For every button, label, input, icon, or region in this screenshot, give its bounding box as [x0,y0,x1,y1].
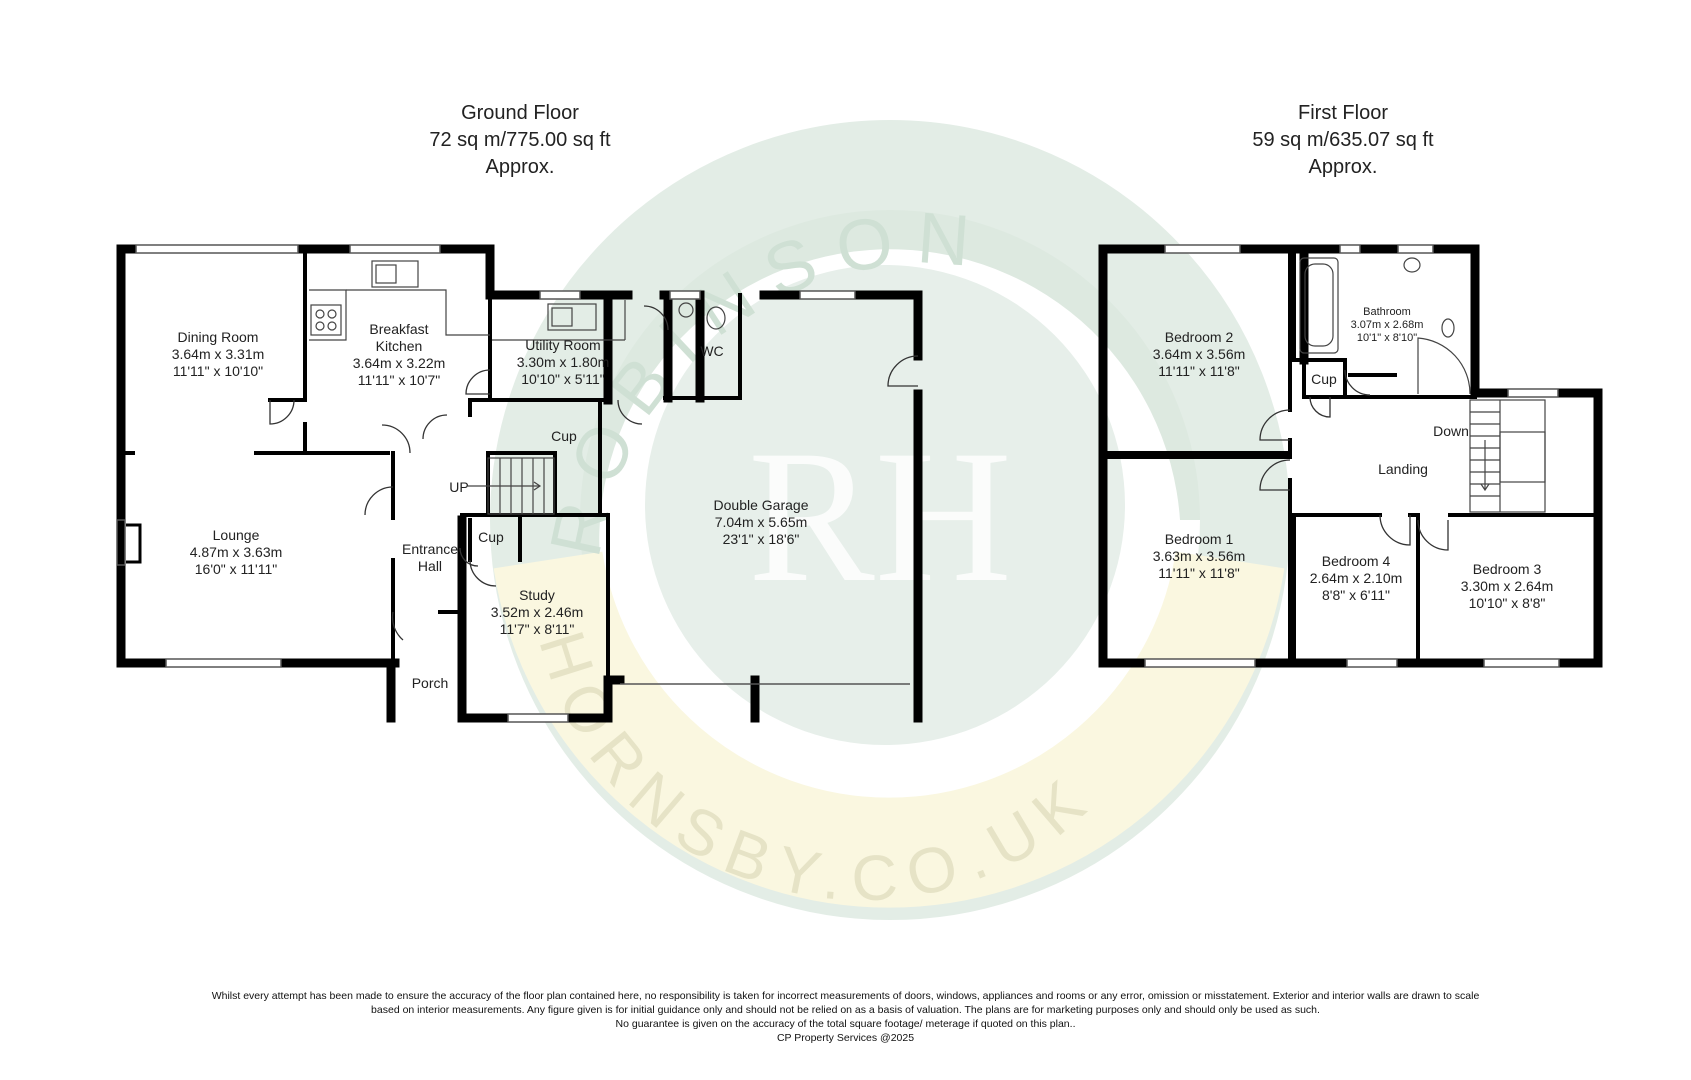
room-hall: Entrance Hall [402,541,458,575]
room-utility-imperial: 10'10" x 5'11" [521,371,605,387]
first-floor-area: 59 sq m/635.07 sq ft [1252,129,1434,151]
room-lounge-name: Lounge [212,527,260,543]
watermark-green-arc [537,187,1242,560]
room-bedroom-2-metric: 3.64m x 3.56m [1152,346,1246,362]
disclaimer-line-1: Whilst every attempt has been made to en… [211,990,1480,1002]
ground-floor-fixtures [126,260,726,564]
cupboard-label-3: Cup [1311,371,1337,387]
room-bedroom-1-metric: 3.63m x 3.56m [1152,548,1246,564]
room-bedroom-3-metric: 3.30m x 2.64m [1460,578,1554,594]
ground-floor-approx: Approx. [485,156,555,178]
room-study-name: Study [519,587,555,603]
room-kitchen-name2: Kitchen [375,338,423,354]
room-bedroom-4-metric: 2.64m x 2.10m [1309,570,1403,586]
ground-floor-windows [116,244,910,723]
first-floor-windows [1144,244,1560,668]
room-lounge-imperial: 16'0" x 11'11" [194,561,278,577]
room-wc-name: WC [700,343,724,359]
watermark-inner-circle [645,265,1125,745]
first-floor-walls [1098,244,1603,668]
room-landing: Landing [1378,461,1428,478]
room-bedroom-4-name: Bedroom 4 [1321,553,1391,569]
room-bathroom-imperial: 10'1" x 8'10" [1356,332,1418,344]
room-bedroom-3-name: Bedroom 3 [1472,561,1542,577]
room-garage-metric: 7.04m x 5.65m [714,514,808,530]
room-landing-name: Landing [1378,461,1428,477]
room-wc: WC [700,343,723,360]
watermark-monogram: RH [748,412,1012,622]
disclaimer-line-4: CP Property Services @2025 [776,1032,915,1044]
room-bedroom-4-imperial: 8'8" x 6'11" [1322,587,1390,603]
ground-floor-area: 72 sq m/775.00 sq ft [429,129,611,151]
room-dining-imperial: 11'11" x 10'10" [172,363,264,379]
first-floor-approx: Approx. [1308,156,1378,178]
room-bedroom-3: Bedroom 3 3.30m x 2.64m 10'10" x 8'8" [1461,561,1554,612]
room-kitchen-name1: Breakfast [369,321,429,337]
room-lounge-metric: 4.87m x 3.63m [189,544,283,560]
room-dining-name: Dining Room [177,329,259,345]
room-bathroom-name: Bathroom [1363,306,1411,318]
room-lounge: Lounge 4.87m x 3.63m 16'0" x 11'11" [190,527,283,578]
stairs-up-label: UP [449,479,469,495]
room-utility: Utility Room 3.30m x 1.80m 10'10" x 5'11… [517,337,610,388]
first-floor-title: First Floor 59 sq m/635.07 sq ft Approx. [1252,100,1433,181]
stairs-down-label: Down [1433,423,1469,439]
room-dining: Dining Room 3.64m x 3.31m 11'11" x 10'10… [172,329,265,380]
room-study-imperial: 11'7" x 8'11" [499,621,575,637]
ground-floor-title: Ground Floor 72 sq m/775.00 sq ft Approx… [429,100,610,181]
room-bedroom-2-imperial: 11'11" x 11'8" [1158,363,1240,379]
room-utility-name: Utility Room [525,337,601,353]
room-bathroom-metric: 3.07m x 2.68m [1350,319,1424,331]
room-kitchen: Breakfast Kitchen 3.64m x 3.22m 11'11" x… [353,321,446,389]
first-floor-fixtures [1299,257,1546,513]
room-bedroom-1: Bedroom 1 3.63m x 3.56m 11'11" x 11'8" [1153,531,1246,582]
room-bedroom-1-imperial: 11'11" x 11'8" [1158,565,1240,581]
room-bedroom-2-name: Bedroom 2 [1164,329,1234,345]
cupboard-label-1: Cup [551,428,577,444]
room-bedroom-4: Bedroom 4 2.64m x 2.10m 8'8" x 6'11" [1310,553,1403,604]
first-floor-title-name: First Floor [1297,102,1388,124]
room-bedroom-1-name: Bedroom 1 [1164,531,1234,547]
cupboard-label-2: Cup [478,529,504,545]
room-study-metric: 3.52m x 2.46m [490,604,584,620]
disclaimer: Whilst every attempt has been made to en… [96,989,1596,1045]
ground-floor-doors [269,305,919,641]
room-hall-name1: Entrance [401,541,459,557]
room-garage-imperial: 23'1" x 18'6" [722,531,800,547]
room-kitchen-metric: 3.64m x 3.22m [352,355,446,371]
room-porch: Porch [412,675,449,692]
room-utility-metric: 3.30m x 1.80m [516,354,610,370]
room-garage-name: Double Garage [713,497,809,513]
watermark-yellow-arc [493,551,1285,908]
ground-floor-walls [116,244,923,723]
room-bedroom-2: Bedroom 2 3.64m x 3.56m 11'11" x 11'8" [1153,329,1246,380]
room-bathroom: Bathroom 3.07m x 2.68m 10'1" x 8'10" [1351,306,1424,345]
room-study: Study 3.52m x 2.46m 11'7" x 8'11" [491,587,584,638]
room-porch-name: Porch [411,675,449,691]
disclaimer-line-2: based on interior measurements. Any figu… [371,1004,1320,1016]
room-bedroom-3-imperial: 10'10" x 8'8" [1468,595,1546,611]
room-dining-metric: 3.64m x 3.31m [171,346,265,362]
room-garage: Double Garage 7.04m x 5.65m 23'1" x 18'6… [714,497,809,548]
disclaimer-line-3: No guarantee is given on the accuracy of… [615,1018,1076,1030]
room-kitchen-imperial: 11'11" x 10'7" [357,372,441,388]
room-hall-name2: Hall [417,558,443,574]
first-floor-doors [1259,369,1449,551]
ground-floor-title-name: Ground Floor [461,102,579,124]
